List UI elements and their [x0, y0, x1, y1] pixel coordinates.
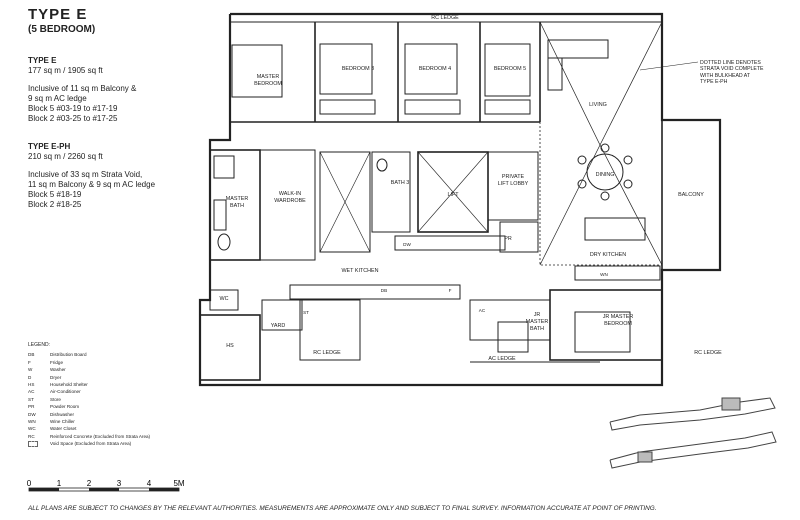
db-label: DB	[381, 288, 387, 293]
st-label: ST	[303, 310, 309, 315]
spec-line: Inclusive of 11 sq m Balcony &	[28, 84, 137, 93]
bedroom3-label: BEDROOM 3	[342, 66, 374, 72]
bath3-label: BATH 3	[391, 180, 409, 186]
pr-label: PR	[504, 236, 512, 242]
spec-line: 9 sq m AC ledge	[28, 94, 87, 103]
private-lift-lobby-label: PRIVATE	[502, 174, 525, 180]
private-lift-lobby-label: LIFT LOBBY	[498, 181, 529, 187]
spec-heading: TYPE E-PH	[28, 142, 71, 151]
scale-tick-label: 2	[87, 479, 92, 488]
master-bedroom-label: MASTER	[257, 74, 280, 80]
disclaimer: ALL PLANS ARE SUBJECT TO CHANGES BY THE …	[28, 505, 657, 512]
spec-line: 11 sq m Balcony & 9 sq m AC ledge	[28, 180, 156, 189]
wc-label: WC	[220, 296, 229, 302]
rc-ledge-top-label: RC LEDGE	[431, 15, 459, 21]
scale-bar: 0 1 2 3 4 5M	[27, 479, 185, 492]
scale-tick-label: 0	[27, 479, 32, 488]
scale-tick-label: 1	[57, 479, 62, 488]
spec-line: Block 5 #03-19 to #17-19	[28, 104, 118, 113]
spec-line: Block 2 #03-25 to #17-25	[28, 114, 118, 123]
plan-type-subtitle: (5 BEDROOM)	[28, 24, 96, 35]
jr-master-bedroom-label: BEDROOM	[604, 321, 632, 327]
dw-label: DW	[403, 242, 411, 247]
ac-label: AC	[479, 308, 486, 313]
spec-area: 177 sq m / 1905 sq ft	[28, 66, 103, 75]
fridge-label: F	[449, 288, 452, 293]
key-plan-icon	[609, 397, 777, 469]
dining-label: DINING	[596, 172, 615, 178]
jr-master-bath-label: BATH	[530, 326, 544, 332]
spec-area: 210 sq m / 2260 sq ft	[28, 152, 103, 161]
bedroom4-label: BEDROOM 4	[419, 66, 451, 72]
legend-item: Void Space (Excluded from Strata Area)	[28, 440, 198, 448]
ac-ledge-label: AC LEDGE	[488, 356, 516, 362]
legend-title: LEGEND:	[28, 342, 50, 348]
wn-label: WN	[600, 272, 608, 277]
master-bedroom-label: BEDROOM	[254, 81, 282, 87]
walk-in-wardrobe-label: WARDROBE	[274, 198, 306, 204]
spec-line: Block 2 #18-25	[28, 200, 82, 209]
rc-ledge-right-label: RC LEDGE	[694, 350, 722, 356]
spec-type-eph: TYPE E-PH 210 sq m / 2260 sq ft Inclusiv…	[28, 142, 208, 210]
spec-line: Inclusive of 33 sq m Strata Void,	[28, 170, 143, 179]
scale-tick-label: 5M	[173, 479, 184, 488]
plan-type-title: TYPE E	[28, 6, 88, 23]
room-labels: RC LEDGE MASTER BEDROOM BEDROOM 3 BEDROO…	[220, 15, 723, 362]
strata-void-note: DOTTED LINE DENOTES STRATA VOID COMPLETE…	[700, 60, 764, 86]
rc-ledge-bottom-label: RC LEDGE	[313, 350, 341, 356]
scale-tick-label: 3	[117, 479, 122, 488]
living-label: LIVING	[589, 102, 607, 108]
balcony-label: BALCONY	[678, 192, 704, 198]
jr-master-bath-label: MASTER	[526, 319, 549, 325]
dry-kitchen-label: DRY KITCHEN	[590, 252, 626, 258]
lift-label: LIFT	[447, 192, 459, 198]
void-swatch-icon	[28, 441, 38, 448]
hs-label: HS	[226, 343, 234, 349]
spec-line: Block 5 #18-19	[28, 190, 82, 199]
jr-master-bath-label: JR	[534, 312, 541, 318]
jr-master-bedroom-label: JR MASTER	[603, 314, 634, 320]
wet-kitchen-label: WET KITCHEN	[341, 268, 378, 274]
master-bath-label: MASTER	[226, 196, 249, 202]
spec-heading: TYPE E	[28, 56, 57, 65]
scale-tick-label: 4	[147, 479, 152, 488]
walk-in-wardrobe-label: WALK-IN	[279, 191, 301, 197]
spec-type-e: TYPE E 177 sq m / 1905 sq ft Inclusive o…	[28, 56, 208, 124]
bedroom5-label: BEDROOM 5	[494, 66, 526, 72]
master-bath-label: BATH	[230, 203, 244, 209]
yard-label: YARD	[271, 323, 286, 329]
